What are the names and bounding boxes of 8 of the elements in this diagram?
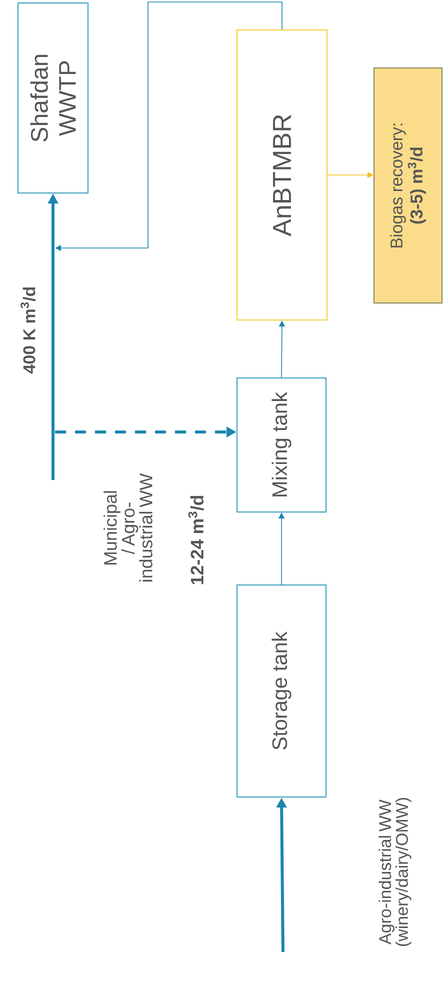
tank-box: Storage tank <box>236 584 326 798</box>
flow-label: Municipal / Agro-industrial WW <box>104 473 152 582</box>
edge-label: 12-24 m$^{3}$/d <box>188 496 204 584</box>
tank-box: Mixing tank <box>236 378 326 512</box>
reactor-box: AnBTMBR <box>236 30 328 320</box>
edge-label: 400 K m$^{3}$/d <box>20 287 36 374</box>
source-label: Agro-industrial WW (winery/dairy/OMW) <box>378 798 412 946</box>
process-box: Shafdan WWTP <box>18 2 88 194</box>
